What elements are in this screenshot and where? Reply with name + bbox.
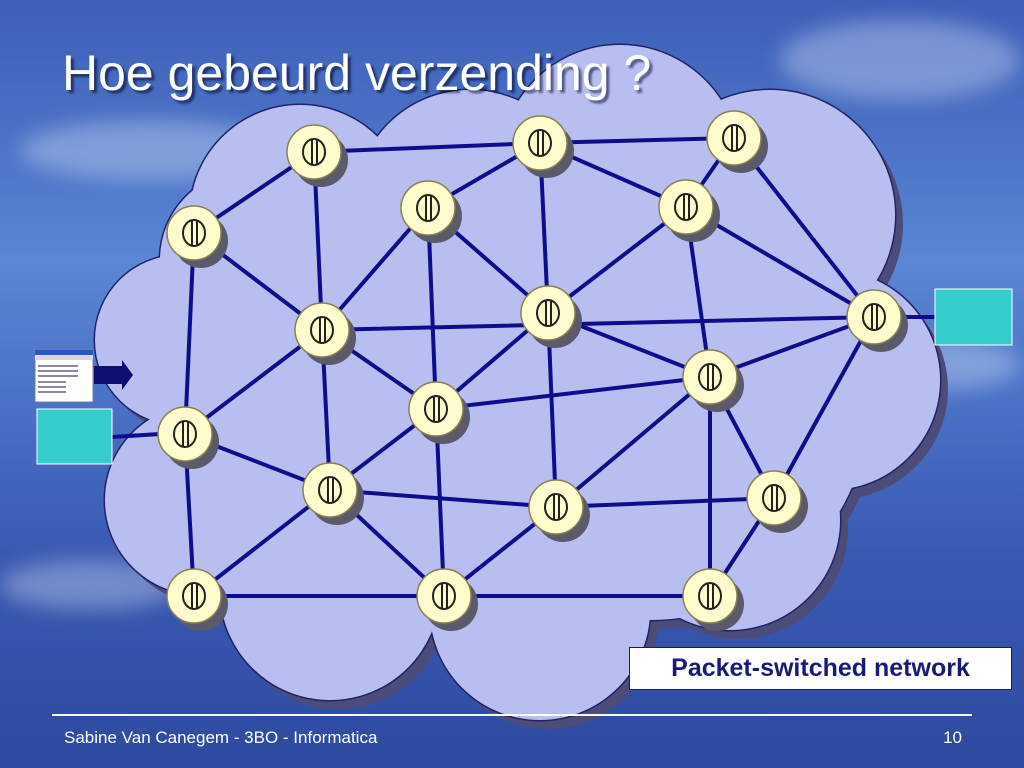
router-symbol (722, 124, 746, 152)
router-icon (746, 470, 808, 533)
network-link (192, 488, 332, 598)
router-body (294, 302, 350, 358)
router-icon (400, 180, 462, 243)
network-link (772, 315, 876, 500)
router-symbol (318, 476, 342, 504)
router-body (408, 381, 464, 437)
email-text-line (38, 370, 78, 372)
router-symbol (698, 582, 722, 610)
router-symbol (528, 129, 552, 157)
router-symbol (544, 493, 568, 521)
router-symbol (762, 484, 786, 512)
router-body (157, 406, 213, 462)
router-body (166, 568, 222, 624)
router-icon (846, 289, 908, 352)
router-symbol (424, 395, 448, 423)
router-icon (157, 406, 219, 469)
router-symbol (698, 363, 722, 391)
computer-terminal-icon (36, 408, 113, 465)
router-icon (302, 462, 364, 525)
router-body (682, 568, 738, 624)
network-link (312, 141, 542, 154)
network-link (554, 496, 776, 509)
email-text-line (38, 391, 66, 393)
router-icon (520, 285, 582, 348)
router-body (416, 568, 472, 624)
router-symbol (862, 303, 886, 331)
network-link (732, 136, 876, 319)
router-icon (166, 205, 228, 268)
router-body (706, 110, 762, 166)
router-symbol (310, 316, 334, 344)
email-titlebar (35, 350, 93, 355)
router-body (846, 289, 902, 345)
router-body (286, 124, 342, 180)
network-link (183, 328, 324, 436)
footer-divider (52, 714, 972, 716)
email-toolbar (35, 355, 93, 360)
router-body (746, 470, 802, 526)
router-body (400, 180, 456, 236)
network-label: Packet-switched network (629, 647, 1012, 690)
network-link (546, 205, 688, 315)
background-cloud-streak (780, 20, 1020, 100)
network-link (708, 315, 876, 379)
router-icon (658, 179, 720, 242)
network-link (554, 375, 712, 509)
routers (157, 110, 908, 631)
router-symbol (182, 219, 206, 247)
router-icon (682, 349, 744, 412)
send-arrow-icon (94, 360, 133, 390)
cloud-lobe (150, 220, 550, 620)
router-body (682, 349, 738, 405)
router-symbol (416, 194, 440, 222)
router-symbol (182, 582, 206, 610)
network-link (320, 315, 876, 332)
router-symbol (674, 193, 698, 221)
email-document-icon (34, 349, 94, 403)
router-icon (528, 479, 590, 542)
router-body (166, 205, 222, 261)
router-body (658, 179, 714, 235)
router-icon (706, 110, 768, 173)
router-symbol (536, 299, 560, 327)
email-text-line (38, 381, 66, 383)
router-body (302, 462, 358, 518)
computer-terminal-icon (934, 288, 1013, 346)
footer-text: Sabine Van Canegem - 3BO - Informatica (64, 728, 378, 747)
router-icon (416, 568, 478, 631)
router-icon (294, 302, 356, 365)
router-body (520, 285, 576, 341)
router-icon (682, 568, 744, 631)
page-number: 10 (943, 728, 962, 747)
router-icon (286, 124, 348, 187)
router-icon (512, 115, 574, 178)
router-icon (166, 568, 228, 631)
email-text-line (38, 386, 66, 388)
router-icon (408, 381, 470, 444)
slide-title: Hoe gebeurd verzending ? (62, 45, 652, 101)
email-text-line (38, 365, 78, 367)
network-link (434, 375, 712, 411)
router-symbol (302, 138, 326, 166)
network-link (328, 488, 558, 509)
router-body (512, 115, 568, 171)
endpoints (34, 288, 1013, 465)
access-link (111, 432, 161, 439)
router-symbol (432, 582, 456, 610)
router-body (528, 479, 584, 535)
email-text-line (38, 375, 78, 377)
router-symbol (173, 420, 197, 448)
